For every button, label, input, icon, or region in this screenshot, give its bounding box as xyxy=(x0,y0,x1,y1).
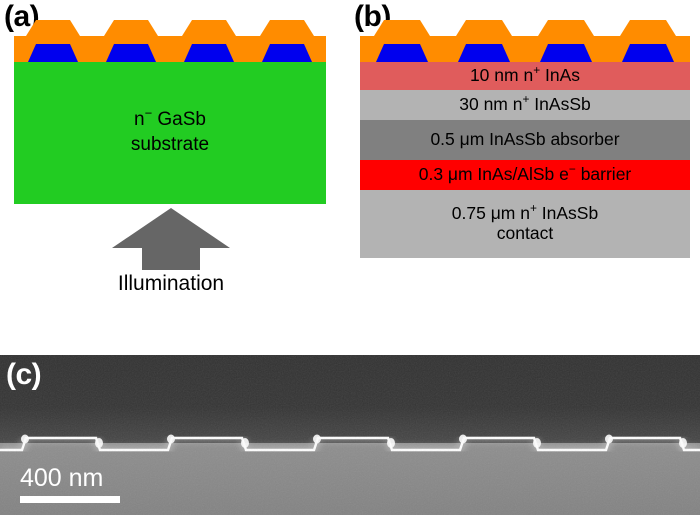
layer-bottom-contact-prefix: 0.75 μm n xyxy=(451,203,530,224)
layer-inassb-bottom-contact: 0.75 μm n+ InAsSb contact xyxy=(360,190,690,258)
grating-inclusions-b xyxy=(376,44,674,62)
grating-structure-a xyxy=(14,18,326,62)
sem-micrograph xyxy=(0,355,700,515)
grating-structure-b xyxy=(360,18,690,62)
gasb-suffix: GaSb xyxy=(152,109,206,131)
layer-inassb-thin: 30 nm n+ InAsSb xyxy=(360,90,690,120)
panel-b-stack: 10 nm n+ InAs 30 nm n+ InAsSb 0.5 μm InA… xyxy=(360,18,690,258)
layer-inassb-thin-superscript: + xyxy=(522,92,530,107)
illumination-caption: Illumination xyxy=(117,272,225,295)
gasb-line-1: n− GaSb xyxy=(134,105,206,133)
layer-inassb-thin-label: 30 nm n+ InAsSb xyxy=(459,92,591,115)
layer-inas-cap-suffix: InAs xyxy=(540,65,581,86)
panel-label-c: (c) xyxy=(6,358,42,391)
gasb-prefix: n xyxy=(134,109,145,131)
layer-electron-barrier-suffix: barrier xyxy=(575,164,632,185)
scale-bar-group: 400 nm xyxy=(20,466,140,503)
layer-electron-barrier-label: 0.3 μm InAs/AlSb e− barrier xyxy=(418,162,632,185)
scale-bar-line xyxy=(20,496,120,503)
layer-electron-barrier-prefix: 0.3 μm InAs/AlSb e xyxy=(418,164,569,185)
layer-electron-barrier: 0.3 μm InAs/AlSb e− barrier xyxy=(360,160,690,190)
gasb-line-2: substrate xyxy=(130,134,210,155)
layer-inassb-thin-prefix: 30 nm n xyxy=(459,94,523,115)
grating-inclusions-a xyxy=(28,44,312,62)
layer-bottom-contact-superscript: + xyxy=(529,201,537,216)
layer-gasb-substrate: n− GaSb substrate xyxy=(14,62,326,204)
layer-inassb-absorber: 0.5 μm InAsSb absorber xyxy=(360,120,690,160)
layer-bottom-contact-line-2: contact xyxy=(496,223,554,243)
layer-inas-cap-prefix: 10 nm n xyxy=(469,65,534,86)
layer-inassb-thin-suffix: InAsSb xyxy=(529,94,591,115)
sem-noise-overlay xyxy=(0,355,700,515)
layer-bottom-contact-line-1: 0.75 μm n+ InAsSb xyxy=(451,201,599,224)
layer-bottom-contact-suffix: InAsSb xyxy=(536,203,599,224)
grating-bumps-b xyxy=(374,20,676,36)
gasb-superscript: − xyxy=(144,105,153,121)
layer-inas-cap-superscript: + xyxy=(533,63,541,78)
layer-inas-cap: 10 nm n+ InAs xyxy=(360,62,690,90)
illumination-arrow-icon xyxy=(112,208,230,270)
layer-inas-cap-label: 10 nm n+ InAs xyxy=(469,63,581,86)
illumination-group: Illumination xyxy=(96,208,246,296)
panel-a-stack: n− GaSb substrate xyxy=(14,18,326,204)
layer-inassb-absorber-label: 0.5 μm InAsSb absorber xyxy=(430,129,620,150)
grating-bumps-a xyxy=(26,20,314,36)
layer-electron-barrier-superscript: − xyxy=(568,162,576,177)
scale-bar-label: 400 nm xyxy=(20,464,104,492)
